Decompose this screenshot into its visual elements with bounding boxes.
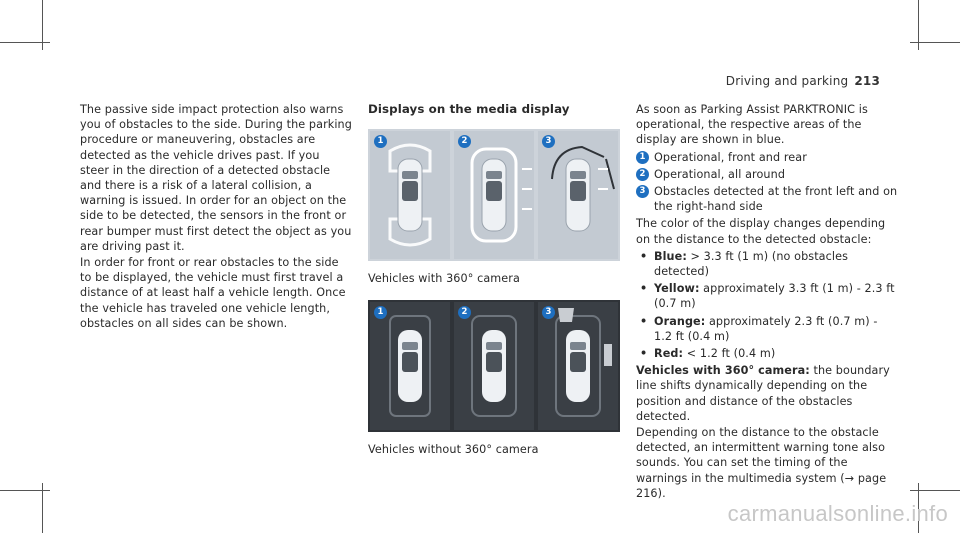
display-figure-without-camera: 1 2 3 — [368, 300, 620, 433]
crop-mark — [0, 42, 50, 43]
legend-text: Operational, all around — [654, 167, 786, 181]
bullet-label: Orange: — [654, 314, 706, 328]
watermark: carmanualsonline.info — [727, 501, 948, 526]
badge-2: 2 — [458, 135, 471, 149]
badge-1: 1 — [636, 150, 649, 164]
section-heading: Displays on the media display — [368, 102, 570, 116]
badge-3: 3 — [636, 185, 649, 199]
camera-view-illustration — [368, 129, 620, 262]
crop-mark — [918, 483, 919, 533]
crop-mark — [42, 483, 43, 533]
badge-3: 3 — [542, 135, 555, 149]
paragraph: In order for front or rear obstacles to … — [80, 256, 346, 330]
camera-text: the boundary line shifts dynamically dep… — [636, 364, 890, 423]
figure-column: Displays on the media display — [368, 102, 620, 472]
view-obstacles-detected — [538, 302, 618, 431]
no-camera-view-illustration — [368, 300, 620, 433]
view-operational-front-rear — [370, 302, 450, 431]
badge-1: 1 — [374, 135, 387, 149]
page-header: Driving and parking 213 — [726, 74, 880, 88]
legend-item: 3 Obstacles detected at the front left an… — [636, 184, 898, 214]
paragraph: Vehicles with 360° camera: the boundary … — [636, 363, 898, 424]
view-operational-all-around — [454, 131, 534, 260]
bullet-label: Yellow: — [654, 282, 700, 296]
bullet-item: Yellow: approximately 3.3 ft (1 m) - 2.3… — [636, 281, 898, 311]
camera-label: Vehicles with 360° camera: — [636, 364, 810, 378]
bullet-label: Red: — [654, 347, 684, 361]
badge-2: 2 — [458, 306, 471, 320]
bullet-item: Orange: approximately 2.3 ft (0.7 m) - 1… — [636, 314, 898, 344]
view-operational-all-around — [454, 302, 534, 431]
bullet-item: Blue: > 3.3 ft (1 m) (no obstacles detec… — [636, 249, 898, 279]
legend-text: Operational, front and rear — [654, 150, 807, 164]
text-column-left: The passive side impact protection also … — [80, 102, 352, 332]
paragraph: The passive side impact protection also … — [80, 103, 352, 253]
bullet-text: approximately 2.3 ft (0.7 m) - 1.2 ft (0… — [654, 314, 878, 343]
view-obstacles-detected — [538, 131, 618, 260]
crop-mark — [0, 490, 50, 491]
bullet-text: approximately 3.3 ft (1 m) - 2.3 ft (0.7… — [654, 282, 895, 311]
paragraph: Depending on the distance to the obstacl… — [636, 426, 887, 500]
badge-3: 3 — [542, 306, 555, 320]
badge-1: 1 — [374, 306, 387, 320]
text-column-right: As soon as Parking Assist PARKTRONIC is … — [636, 102, 898, 502]
paragraph: The color of the display changes dependi… — [636, 217, 886, 246]
view-operational-front-rear — [370, 131, 450, 260]
bullet-item: Red: < 1.2 ft (0.4 m) — [636, 346, 898, 361]
crop-mark — [910, 490, 960, 491]
page-number: 213 — [854, 74, 880, 88]
bullet-label: Blue: — [654, 249, 687, 263]
crop-mark — [42, 0, 43, 50]
crop-mark — [918, 0, 919, 50]
legend-item: 2 Operational, all around — [636, 167, 898, 182]
legend-item: 1 Operational, front and rear — [636, 150, 898, 165]
figure-caption: Vehicles without 360° camera — [368, 443, 539, 457]
paragraph: As soon as Parking Assist PARKTRONIC is … — [636, 103, 868, 147]
bullet-text: < 1.2 ft (0.4 m) — [683, 347, 776, 361]
figure-caption: Vehicles with 360° camera — [368, 272, 520, 286]
badge-2: 2 — [636, 167, 649, 181]
bullet-text: > 3.3 ft (1 m) (no obstacles detected) — [654, 249, 849, 279]
section-title: Driving and parking — [725, 74, 849, 88]
crop-mark — [910, 42, 960, 43]
display-figure-with-camera: 1 2 3 — [368, 129, 620, 262]
legend-text: Obstacles detected at the front left and… — [654, 185, 898, 214]
